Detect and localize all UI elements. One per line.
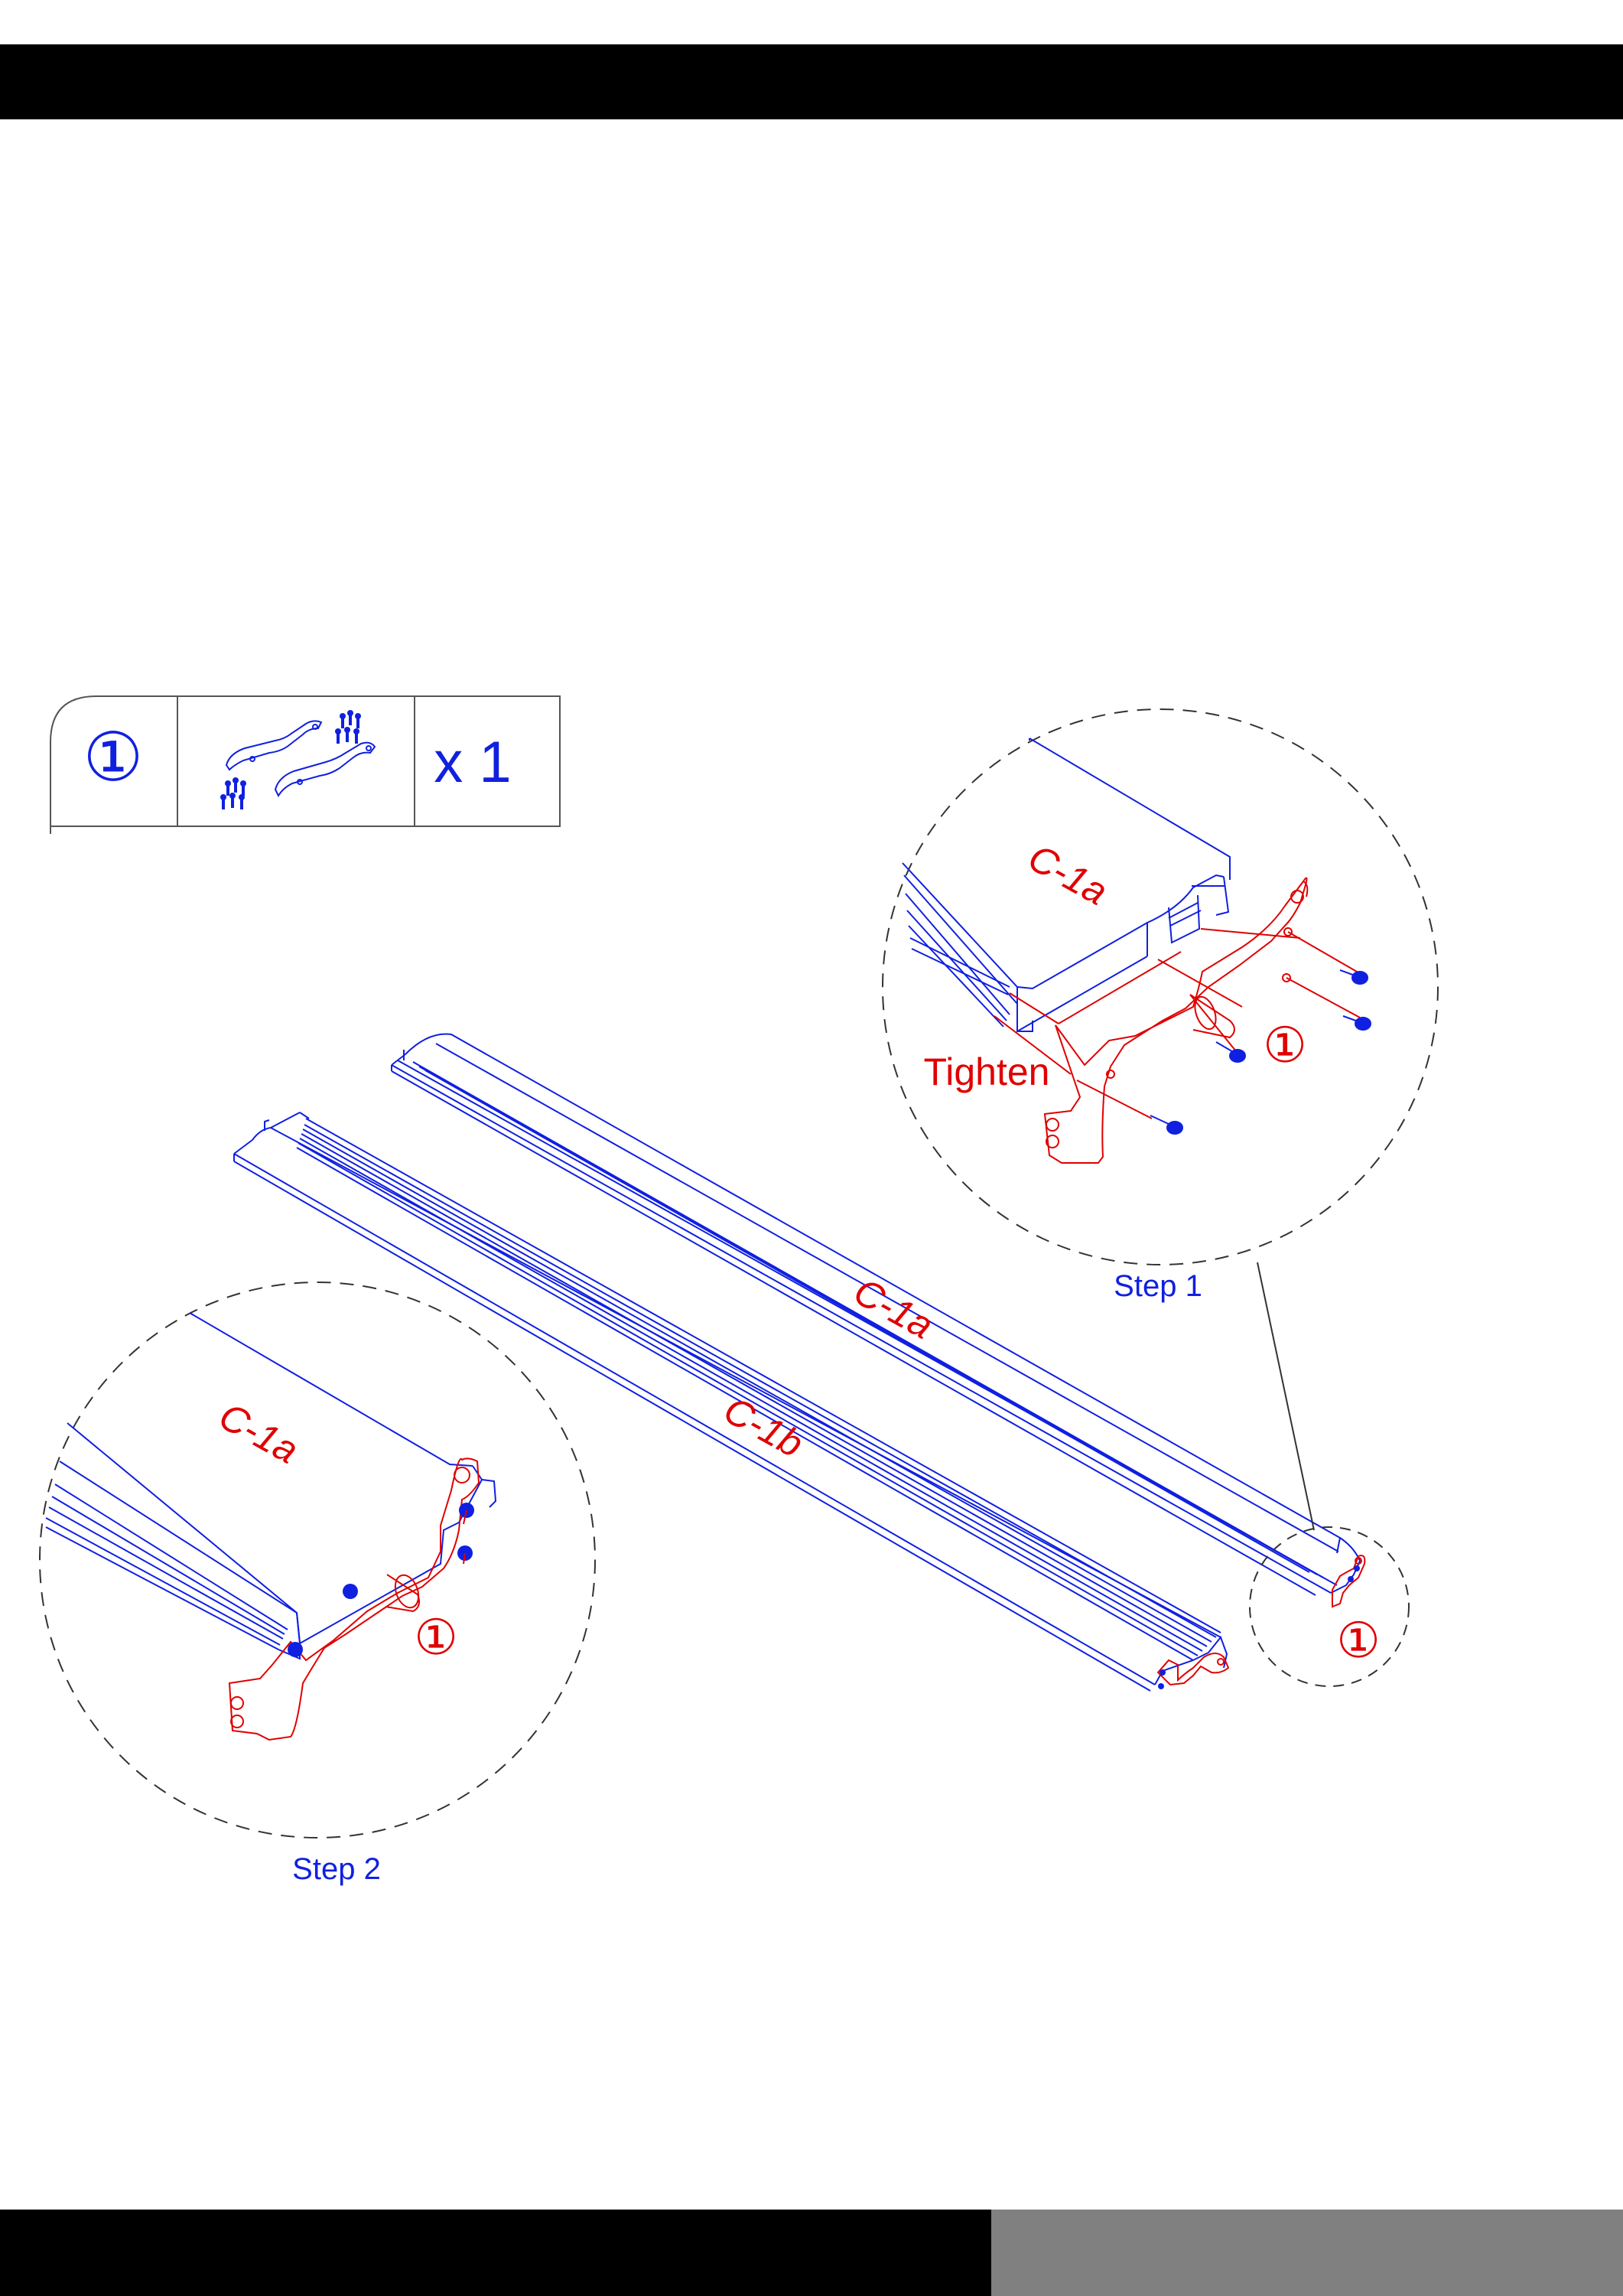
- parts-quantity: x 1: [434, 730, 511, 795]
- step2-rail-label: C-1a: [212, 1394, 305, 1472]
- screw-icon: [1150, 970, 1371, 1134]
- step1-tighten-label: Tighten: [924, 1050, 1050, 1093]
- step2-title: Step 2: [292, 1852, 381, 1886]
- leader-line: [1257, 1262, 1314, 1530]
- end-callout: ①: [1336, 1613, 1380, 1668]
- rail-b-label: C-1b: [717, 1388, 810, 1466]
- bracket-pair-icon: [226, 721, 375, 796]
- step2-detail: C-1a ① Step 2: [40, 1282, 595, 1886]
- screw-set-icon: [220, 710, 361, 809]
- step2-callout: ①: [414, 1610, 457, 1665]
- parts-badge: ①: [83, 719, 144, 795]
- parts-table: ① x 1: [50, 696, 560, 834]
- step1-title: Step 1: [1114, 1269, 1202, 1303]
- end-detail-circle: ①: [1250, 1527, 1409, 1686]
- step1-callout: ①: [1263, 1018, 1306, 1073]
- step1-rail-label: C-1a: [1021, 835, 1114, 914]
- step1-detail: C-1a ① Tighten Step 1: [883, 709, 1438, 1303]
